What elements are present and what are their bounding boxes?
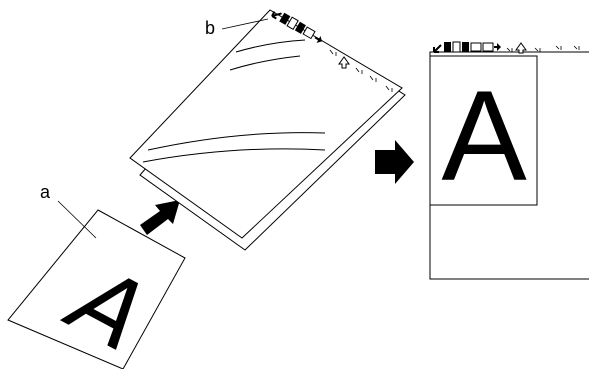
scanned-letter: A	[441, 65, 527, 208]
doc-icon	[452, 41, 461, 53]
scanned-result: A	[429, 41, 589, 280]
document-sheet	[7, 209, 186, 369]
arrow-icon	[433, 44, 442, 53]
multi-page-icon	[482, 42, 494, 52]
scanned-document	[429, 55, 538, 206]
carrier-mark-3	[369, 75, 377, 82]
result-mark-1	[506, 47, 513, 52]
doc-icon	[279, 12, 291, 25]
result-mark-2	[534, 47, 541, 52]
multi-page-icon	[470, 42, 482, 52]
carrier-mark-4	[385, 85, 393, 92]
up-arrow-icon	[515, 42, 527, 54]
carrier-mark-2	[355, 67, 363, 74]
arrow-icon	[271, 11, 282, 20]
result-mark-4	[573, 45, 580, 50]
carrier-header-icons	[271, 11, 322, 43]
carrier-curve-4	[142, 148, 326, 163]
doc-icon	[444, 42, 451, 52]
multi-page-icon	[302, 26, 316, 40]
carrier-curve-3	[147, 132, 326, 151]
leader-line-b	[221, 18, 269, 30]
carrier-curve-2	[229, 55, 301, 71]
carrier-front-sheet	[129, 9, 403, 239]
hand-icon	[494, 43, 501, 51]
hand-icon	[314, 35, 322, 43]
doc-icon	[462, 42, 469, 52]
label-a: a	[40, 182, 51, 202]
insert-arrow-icon	[140, 200, 180, 235]
leader-line-a	[57, 200, 97, 239]
process-arrow-icon	[375, 140, 414, 184]
document-a: A	[7, 209, 186, 369]
label-b: b	[205, 18, 215, 38]
up-arrow-icon	[338, 56, 350, 69]
carrier-mark-1	[329, 49, 337, 56]
doc-icon	[286, 16, 299, 31]
carrier-curve-1	[235, 39, 306, 53]
doc-icon	[294, 21, 306, 34]
carrier-sheet	[129, 9, 406, 251]
result-header-icons	[433, 41, 580, 54]
result-mark-3	[555, 45, 562, 50]
